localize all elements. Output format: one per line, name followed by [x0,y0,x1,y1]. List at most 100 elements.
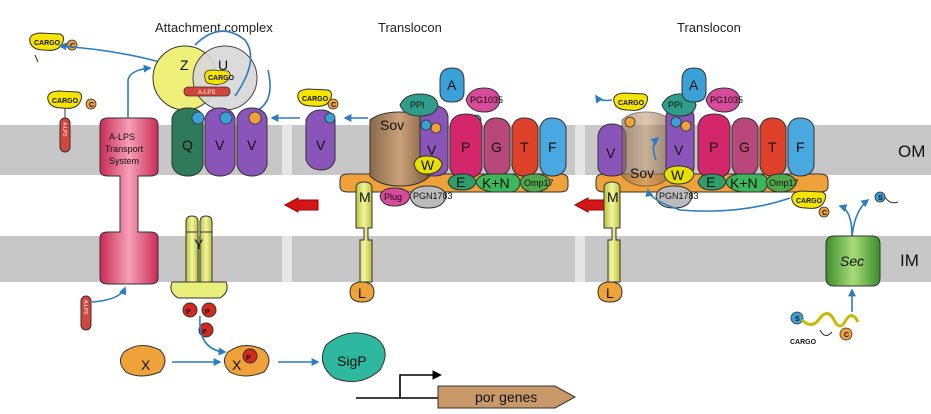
svg-text:A: A [447,77,457,93]
header-translocon-1: Translocon [378,20,442,35]
pgn1783-middle: PGN1783 [409,185,453,209]
svg-text:Y: Y [194,236,204,252]
svg-text:por genes: por genes [475,389,537,405]
svg-text:SigP: SigP [337,353,367,369]
porX-phos: X P [224,345,270,377]
porsq-barrel: Q [171,107,204,177]
svg-text:V: V [316,137,326,153]
porv-middle: V [305,109,336,171]
svg-text:E: E [456,174,465,190]
red-arrow-2 [573,197,607,213]
om-label: OM [898,142,925,161]
svg-text:C: C [822,210,827,217]
port-middle: T [511,117,539,177]
svg-text:CARGO: CARGO [790,339,817,346]
alps-anchor: A-LPS [59,108,71,153]
porg-right: G [731,117,759,177]
ctd-dot [248,111,262,125]
header-attachment-complex: Attachment complex [155,20,273,35]
svg-text:S: S [878,195,883,202]
svg-text:Sov: Sov [630,165,654,181]
membrane-gap [282,125,292,175]
porkn-middle: K+N [475,173,521,193]
cargo-floating-2: CARGO C [47,90,97,110]
svg-text:W: W [671,167,685,183]
cargo-right-top: CARGO [613,92,649,128]
svg-text:Transport: Transport [105,144,144,154]
svg-text:W: W [421,157,435,173]
header-translocon-2: Translocon [677,20,741,35]
pgn1783-right: PGN1783 [655,185,699,209]
svg-text:Sov: Sov [380,117,404,133]
svg-text:Omp17: Omp17 [769,178,799,188]
sec-translocon: Sec [825,235,881,287]
pora-right: A [681,67,707,103]
svg-text:Q: Q [182,137,193,153]
svg-text:T: T [768,139,777,155]
svg-text:CARGO: CARGO [52,98,79,105]
svg-text:P: P [461,139,470,155]
svg-text:T: T [520,139,529,155]
svg-text:PG1035: PG1035 [710,95,743,105]
svg-text:P: P [202,329,207,336]
svg-text:K+N: K+N [482,175,510,191]
svg-text:Omp17: Omp17 [524,178,554,188]
svg-text:C: C [844,332,849,339]
svg-text:X: X [141,357,151,373]
svg-text:C: C [331,102,336,109]
alps-substrate: A-LPS [80,295,92,331]
membrane-gap [575,125,585,175]
porf-middle: F [539,117,567,177]
svg-text:Z: Z [180,57,189,73]
zu-complex: Z U A-LPS CARGO [152,45,258,111]
porw-middle: W [413,155,443,175]
alps-transport-system: A-LPS Transport System [99,117,159,285]
svg-text:CARGO: CARGO [302,96,329,103]
svg-text:L: L [606,285,614,301]
por-genes: por genes [356,370,577,409]
ctd-dot [191,111,205,125]
pore-middle-e: E [447,173,477,191]
svg-text:Plug: Plug [384,192,402,202]
svg-text:V: V [674,142,684,158]
svg-text:Sec: Sec [840,253,864,269]
porw-right: W [663,165,695,185]
svg-text:P: P [709,139,718,155]
svg-text:G: G [739,139,750,155]
svg-text:X: X [232,357,242,373]
porp-right: P [697,113,731,179]
sov-right: Sov [621,111,671,187]
porv-barrel-1: V [204,107,236,177]
svg-text:G: G [491,139,502,155]
svg-text:PGN1783: PGN1783 [659,191,699,201]
svg-text:System: System [109,156,139,166]
svg-text:PG1035: PG1035 [470,95,503,105]
svg-text:A-LPS: A-LPS [109,132,135,142]
cargo-middle: CARGO C [297,88,339,110]
svg-text:PPI: PPI [410,100,425,110]
svg-text:M: M [607,189,619,205]
omp17-right: Omp17 [765,173,799,193]
port-right: T [759,117,787,177]
svg-text:U: U [218,57,228,73]
svg-text:P: P [186,309,191,316]
svg-text:CARGO: CARGO [34,40,61,47]
svg-text:F: F [796,139,805,155]
porkn-right: K+N [725,173,769,193]
porf-right: F [787,117,815,177]
im-label: IM [900,251,919,270]
ppi-middle: PPI [399,93,439,117]
svg-text:K+N: K+N [730,175,758,191]
svg-text:P: P [205,309,210,316]
ctd-dot [219,111,233,125]
svg-text:P: P [246,355,251,362]
porv-barrel-2: V [236,107,268,177]
svg-text:A-LPS: A-LPS [198,90,215,96]
membrane-gap [282,236,292,282]
plug-middle: Plug [379,187,411,207]
pore-right-e: E [697,173,727,191]
svg-text:A-LPS: A-LPS [82,300,88,315]
porm-right: M L [597,181,623,303]
